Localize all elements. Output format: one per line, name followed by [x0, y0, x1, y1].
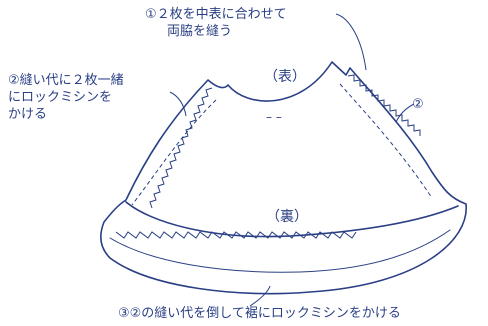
- step2-left-leader: [169, 91, 187, 117]
- step3-leader: [249, 285, 271, 307]
- skirt-outline: [100, 61, 467, 295]
- step2-right-label: ②: [412, 97, 424, 112]
- hem-inner-line: [109, 229, 451, 273]
- right-stitch-line: [339, 83, 433, 199]
- step2-right-leader: [395, 103, 415, 123]
- left-serging-zigzag: [149, 87, 213, 209]
- step3-label: ③②の縫い代を倒して裾にロックミシンをかける: [118, 306, 401, 321]
- front-side-mark: – –: [266, 110, 282, 124]
- step1-leader: [335, 13, 367, 71]
- left-stitch-line: [131, 99, 217, 206]
- front-side-label: （表）: [264, 69, 306, 85]
- back-side-label: （裏）: [266, 209, 308, 225]
- right-serging-zigzag: [347, 74, 421, 136]
- step2-left-label: ②縫い代に２枚一緒 にロックミシンを かける: [8, 73, 124, 122]
- hem-serging-zigzag: [115, 231, 357, 239]
- step1-label: ①２枚を中表に合わせて 両脇を縫う: [145, 7, 287, 39]
